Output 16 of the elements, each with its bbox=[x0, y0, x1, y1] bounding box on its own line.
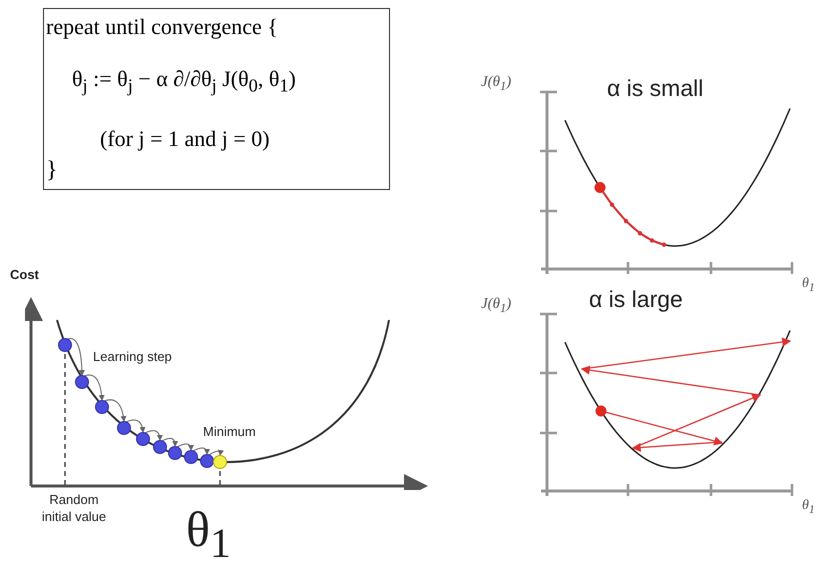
chart-title: α is large bbox=[589, 287, 683, 312]
axis-label: J(θ$_{1}$) bbox=[481, 296, 512, 316]
formula-text: } bbox=[46, 157, 58, 184]
formula-text: θ$_{j}$ := θ$_{j}$ − α ∂/∂θ$_{j}$ J(θ$_{0}$, θ$_{1}$) bbox=[72, 67, 296, 96]
annotation-text: Minimum bbox=[203, 425, 256, 440]
formula-text: (for j = 1 and j = 0) bbox=[100, 127, 270, 152]
annotation-text: Learning step bbox=[93, 350, 172, 364]
axis-label: θ$_{1}$ bbox=[802, 498, 815, 517]
chart-title: α is small bbox=[607, 76, 704, 102]
axis-label: θ$_{1}$ bbox=[802, 276, 815, 295]
formula-box bbox=[43, 8, 390, 190]
axis-label: θ$_{1}$ bbox=[186, 502, 231, 561]
annotation-text: Random initial value bbox=[40, 492, 108, 526]
axis-label: Cost bbox=[10, 268, 39, 282]
formula-text: repeat until convergence { bbox=[46, 15, 278, 40]
axis-label: J(θ$_{1}$) bbox=[481, 74, 512, 94]
